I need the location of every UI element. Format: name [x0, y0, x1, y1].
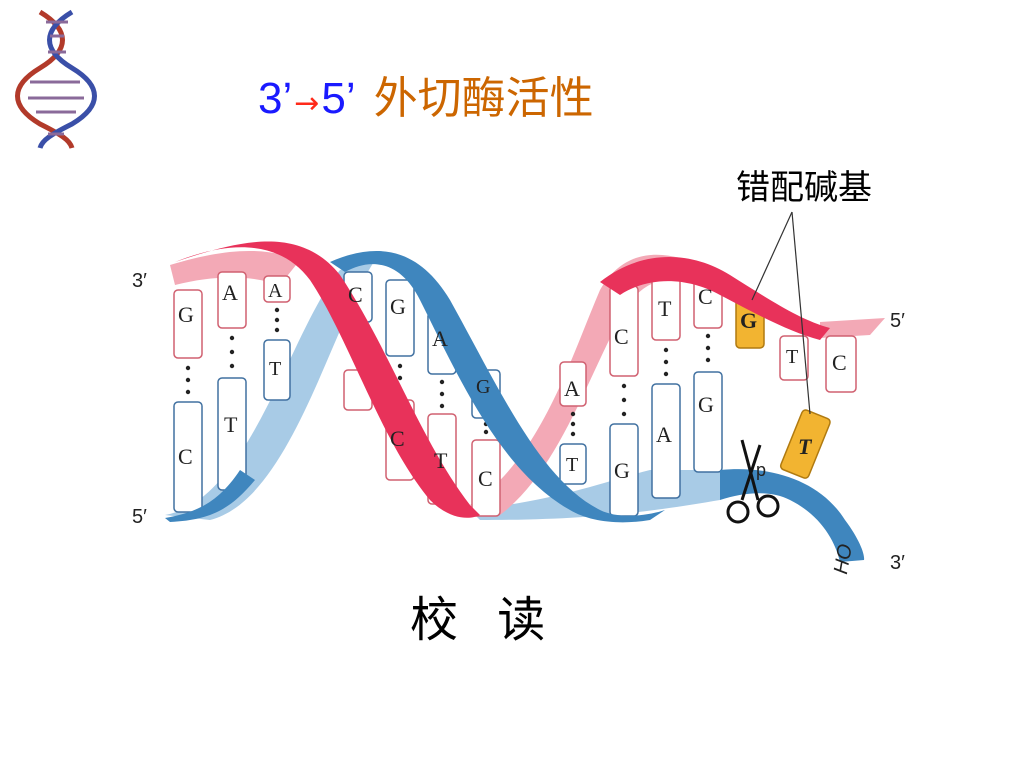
light-blue-strand: [165, 260, 375, 520]
phosphate-label: p: [756, 460, 767, 480]
base-10-top: T: [658, 296, 672, 321]
overhang-base-1: [779, 335, 809, 381]
base-5-bottom: C: [390, 426, 405, 451]
mismatch-base-bottom: [779, 409, 831, 479]
base-6-bottom: T: [434, 448, 448, 473]
strand-label-top-right: 5′: [890, 310, 905, 332]
pointer-line-top: [751, 211, 793, 301]
scissors-icon: [726, 439, 780, 524]
slide-title: 3’ → 5’ 外切酶活性: [258, 62, 594, 132]
strand-label-bottom-left: 5′: [132, 506, 147, 528]
base-pair-8: [559, 361, 587, 485]
base-11-top: C: [698, 284, 713, 309]
overhang-base-2: [825, 335, 857, 393]
base-2-bottom: T: [224, 412, 238, 437]
title-arrow-icon: →: [294, 86, 320, 121]
mismatch-top-letter: G: [740, 308, 758, 333]
red-strand-2: [600, 257, 830, 340]
pink-strand-3: [820, 318, 885, 338]
red-strand: [175, 241, 480, 518]
base-3-bottom: T: [269, 358, 282, 380]
base-10-bottom: A: [656, 422, 672, 447]
base-pair-10: [651, 263, 681, 499]
base-6-top: A: [432, 326, 448, 351]
base-5-top: G: [390, 294, 406, 319]
mismatch-label: 错配碱基: [736, 168, 872, 208]
base-1-top: G: [178, 302, 194, 327]
title-right-end: 5’: [321, 74, 356, 123]
base-11-bottom: G: [698, 392, 714, 417]
pointer-line-bottom: [791, 211, 811, 415]
mismatch-bottom-letter: T: [798, 434, 812, 459]
base-9-top: C: [614, 324, 629, 349]
strand-label-top-left: 3′: [132, 270, 147, 292]
overhang-2-letter: C: [832, 350, 847, 375]
blue-strand-left: [165, 470, 255, 522]
base-1-bottom: C: [178, 444, 193, 469]
base-pair-1: [173, 289, 203, 513]
base-pair-2: [217, 271, 247, 491]
title-text: 外切酶活性: [373, 73, 594, 124]
strand-label-bottom-right: 3′: [890, 552, 905, 574]
base-8-top: A: [564, 376, 580, 401]
base-2-top: A: [222, 280, 238, 305]
overhang-1-letter: T: [786, 346, 799, 368]
base-7-bottom: C: [478, 466, 493, 491]
base-9-bottom: G: [614, 458, 630, 483]
base-pair-3: [263, 275, 291, 401]
proofreading-label: 校 读: [410, 592, 558, 648]
base-8-bottom: T: [566, 454, 579, 476]
base-4-top: C: [348, 282, 363, 307]
base-3-top: A: [268, 280, 283, 302]
base-7-top: G: [476, 376, 491, 398]
title-left-end: 3’: [258, 74, 293, 123]
